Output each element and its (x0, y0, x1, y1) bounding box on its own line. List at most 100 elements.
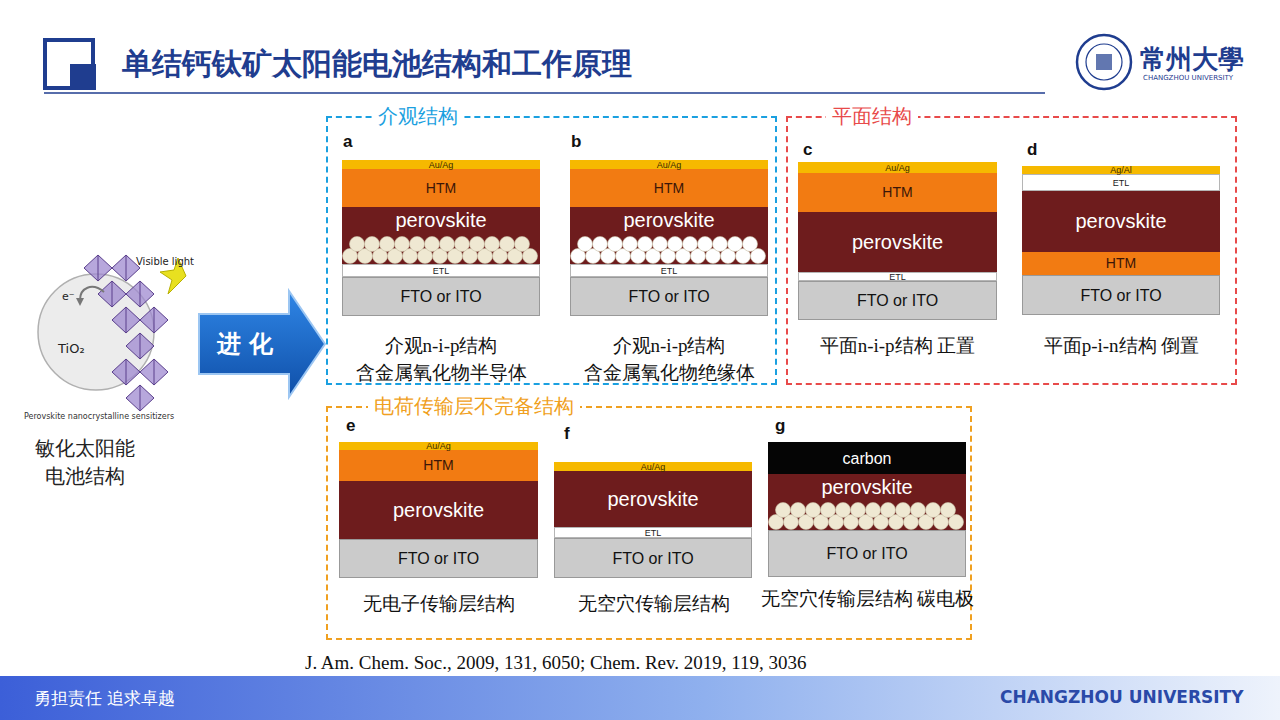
perovskite-layer: perovskite (798, 212, 997, 272)
layer-label: perovskite (623, 210, 714, 231)
layer-label: HTM (654, 181, 684, 196)
perovskite-layer: perovskite (339, 481, 538, 539)
title-rule (44, 92, 1045, 94)
layer-label: Au/Ag (657, 160, 682, 170)
layer-label: Ag/Al (1110, 165, 1132, 175)
layer-label: perovskite (393, 500, 484, 521)
footer-bar (0, 676, 1280, 720)
layer-label: perovskite (1075, 211, 1166, 232)
structure-panel: d平面p-i-n结构 倒置Ag/AlETLperovskiteHTMFTO or… (1019, 140, 1224, 390)
illustration-label: TiO₂ (58, 340, 85, 357)
layer-label: FTO or ITO (857, 292, 938, 309)
tio2-particle (38, 274, 154, 390)
substrate-layer: FTO or ITO (339, 539, 538, 578)
layer-label: ETL (1113, 178, 1130, 188)
layer-label: FTO or ITO (628, 288, 709, 305)
etl-layer: ETL (798, 272, 997, 281)
layer-label: Au/Ag (429, 160, 454, 170)
layer-label: FTO or ITO (398, 550, 479, 567)
electrode-layer: Au/Ag (339, 442, 538, 450)
illustration-label: Visible light (136, 255, 194, 268)
substrate-layer: FTO or ITO (798, 281, 997, 320)
panel-letter: c (803, 140, 812, 160)
group-heading: 介观结构 (372, 103, 464, 129)
panel-caption: 无空穴传输层结构 碳电极 (749, 585, 986, 612)
arrow-text: 进 化 (199, 314, 291, 374)
panel-caption: 介观n-i-p结构 含金属氧化物绝缘体 (551, 332, 787, 386)
structure-panel: f无空穴传输层结构Au/AgperovskiteETLFTO or ITO (551, 424, 756, 622)
layer-label: perovskite (821, 477, 912, 498)
logo-core (1096, 54, 1112, 70)
group-heading: 平面结构 (826, 103, 918, 129)
title-mark-fill (70, 64, 96, 90)
substrate-layer: FTO or ITO (768, 530, 966, 577)
layer-label: FTO or ITO (1080, 287, 1161, 304)
perovskite-layer: perovskite (554, 471, 752, 527)
htm-layer: HTM (570, 169, 768, 207)
electrode-layer: Au/Ag (570, 160, 768, 169)
structure-panel: a介观n-i-p结构 含金属氧化物半导体Au/AgHTMperovskiteET… (339, 132, 543, 390)
structure-panel: g无空穴传输层结构 碳电极carbonperovskiteFTO or ITO (765, 416, 970, 638)
citation: J. Am. Chem. Soc., 2009, 131, 6050; Chem… (305, 650, 807, 675)
layer-label: perovskite (395, 210, 486, 231)
figure-caption: 敏化太阳能电池结构 (30, 434, 140, 490)
layer-label: FTO or ITO (826, 545, 907, 562)
group-heading: 电荷传输层不完备结构 (368, 393, 580, 419)
structure-panel: e无电子传输层结构Au/AgHTMperovskiteFTO or ITO (336, 416, 541, 622)
logo-subtext: CHANGZHOU UNIVERSITY (1143, 74, 1233, 83)
panel-caption: 介观n-i-p结构 含金属氧化物半导体 (323, 332, 559, 386)
layer-label: ETL (889, 272, 906, 282)
logo-text: 常州大學 (1140, 42, 1244, 76)
dashed-group: 电荷传输层不完备结构e无电子传输层结构Au/AgHTMperovskiteFTO… (326, 406, 972, 640)
electrode-layer: Ag/Al (1022, 166, 1220, 174)
layer-label: HTM (423, 458, 453, 473)
electron-head (76, 298, 84, 306)
layer-label: FTO or ITO (400, 288, 481, 305)
layer-label: perovskite (607, 489, 698, 510)
substrate-layer: FTO or ITO (570, 277, 768, 316)
electrode-layer: Au/Ag (798, 162, 997, 173)
etl-layer: ETL (570, 264, 768, 277)
etl-layer: ETL (1022, 174, 1220, 191)
substrate-layer: FTO or ITO (554, 538, 752, 578)
layer-label: Au/Ag (641, 462, 666, 472)
evolution-arrow: 进 化 (197, 288, 327, 400)
perovskite-layer: perovskite (570, 207, 768, 264)
layer-label: carbon (843, 450, 892, 467)
htm-layer: HTM (798, 173, 997, 212)
illustration-label: e⁻ (62, 290, 75, 304)
htm-layer: HTM (339, 450, 538, 481)
perovskite-layer: perovskite (768, 474, 966, 530)
panel-caption: 无空穴传输层结构 (535, 590, 772, 617)
htm-layer: HTM (1022, 252, 1220, 275)
panel-letter: b (571, 132, 581, 152)
panel-caption: 平面n-i-p结构 正置 (779, 332, 1016, 359)
structure-panel: b介观n-i-p结构 含金属氧化物绝缘体Au/AgHTMperovskiteET… (567, 132, 771, 390)
illustration-caption: Perovskite nanocrystalline sensitizers (24, 412, 174, 422)
layer-label: perovskite (852, 232, 943, 253)
layer-label: HTM (882, 185, 912, 200)
etl-layer: ETL (554, 527, 752, 538)
footer-name: CHANGZHOU UNIVERSITY (1000, 686, 1243, 708)
layer-label: HTM (426, 181, 456, 196)
logo-emblem (1077, 35, 1131, 89)
carbon-layer: carbon (768, 442, 966, 474)
substrate-layer: FTO or ITO (1022, 275, 1220, 315)
panel-letter: g (775, 416, 785, 436)
perovskite-layer: perovskite (342, 207, 540, 264)
structure-panel: c平面n-i-p结构 正置Au/AgHTMperovskiteETLFTO or… (795, 140, 1000, 390)
panel-caption: 平面p-i-n结构 倒置 (1003, 332, 1240, 359)
layer-label: ETL (661, 266, 678, 276)
electrode-layer: Au/Ag (554, 462, 752, 471)
htm-layer: HTM (342, 169, 540, 207)
panel-caption: 无电子传输层结构 (320, 590, 557, 617)
layer-label: Au/Ag (885, 163, 910, 173)
substrate-layer: FTO or ITO (342, 277, 540, 316)
perovskite-layer: perovskite (1022, 191, 1220, 252)
etl-layer: ETL (342, 264, 540, 277)
layer-label: Au/Ag (426, 441, 451, 451)
electrode-layer: Au/Ag (342, 160, 540, 169)
panel-letter: d (1027, 140, 1037, 160)
perovskite-lattice (84, 255, 168, 411)
layer-label: ETL (645, 528, 662, 538)
